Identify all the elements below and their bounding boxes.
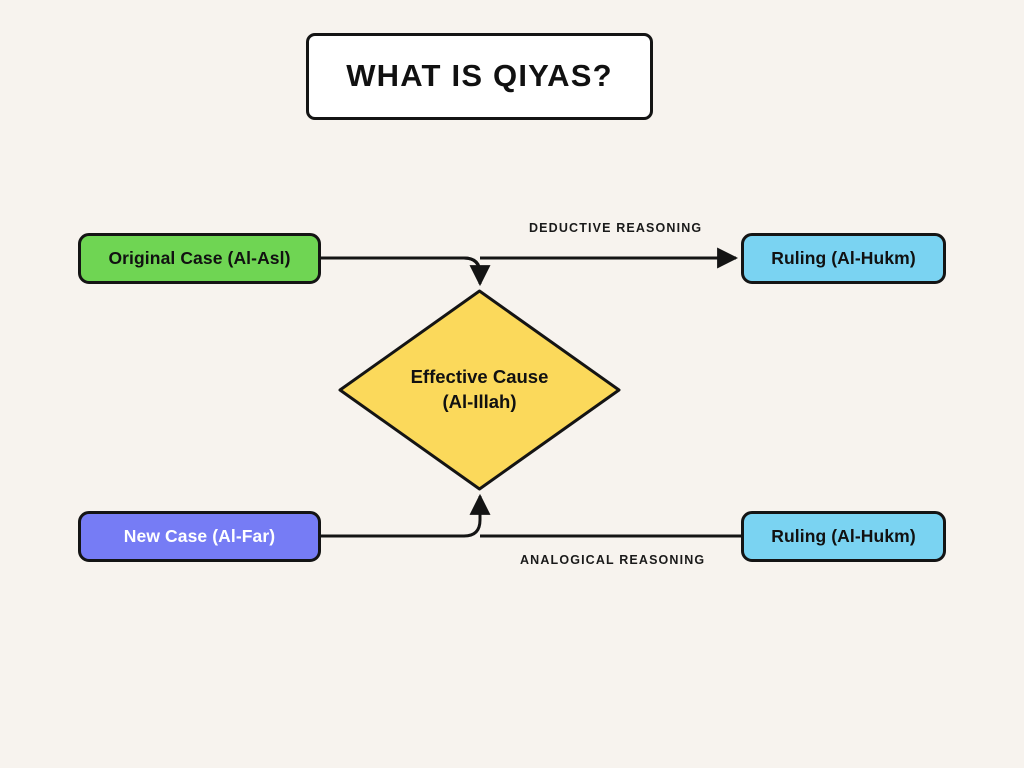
node-new-case-label: New Case (Al-Far) [123,526,276,547]
page-title: WHAT IS QIYAS? [346,58,613,94]
edge-deductive-line [321,256,491,287]
node-ruling-top-label: Ruling (Al-Hukm) [771,248,916,269]
edge-label-analogical: ANALOGICAL REASONING [520,553,706,567]
node-original-case[interactable]: Original Case (Al-Asl) [78,233,321,284]
edge-analogical-line [321,493,491,538]
node-ruling-top[interactable]: Ruling (Al-Hukm) [741,233,946,284]
page-title-card: WHAT IS QIYAS? [306,33,653,120]
node-new-case[interactable]: New Case (Al-Far) [78,511,321,562]
node-ruling-bottom-label: Ruling (Al-Hukm) [771,526,916,547]
edge-label-deductive: DEDUCTIVE REASONING [529,221,703,235]
diamond-shape [338,289,621,491]
node-effective-cause[interactable]: Effective Cause (Al-Illah) [337,288,622,492]
node-ruling-bottom[interactable]: Ruling (Al-Hukm) [741,511,946,562]
edge-deductive-curve-right [463,256,482,275]
node-original-case-label: Original Case (Al-Asl) [108,248,291,269]
